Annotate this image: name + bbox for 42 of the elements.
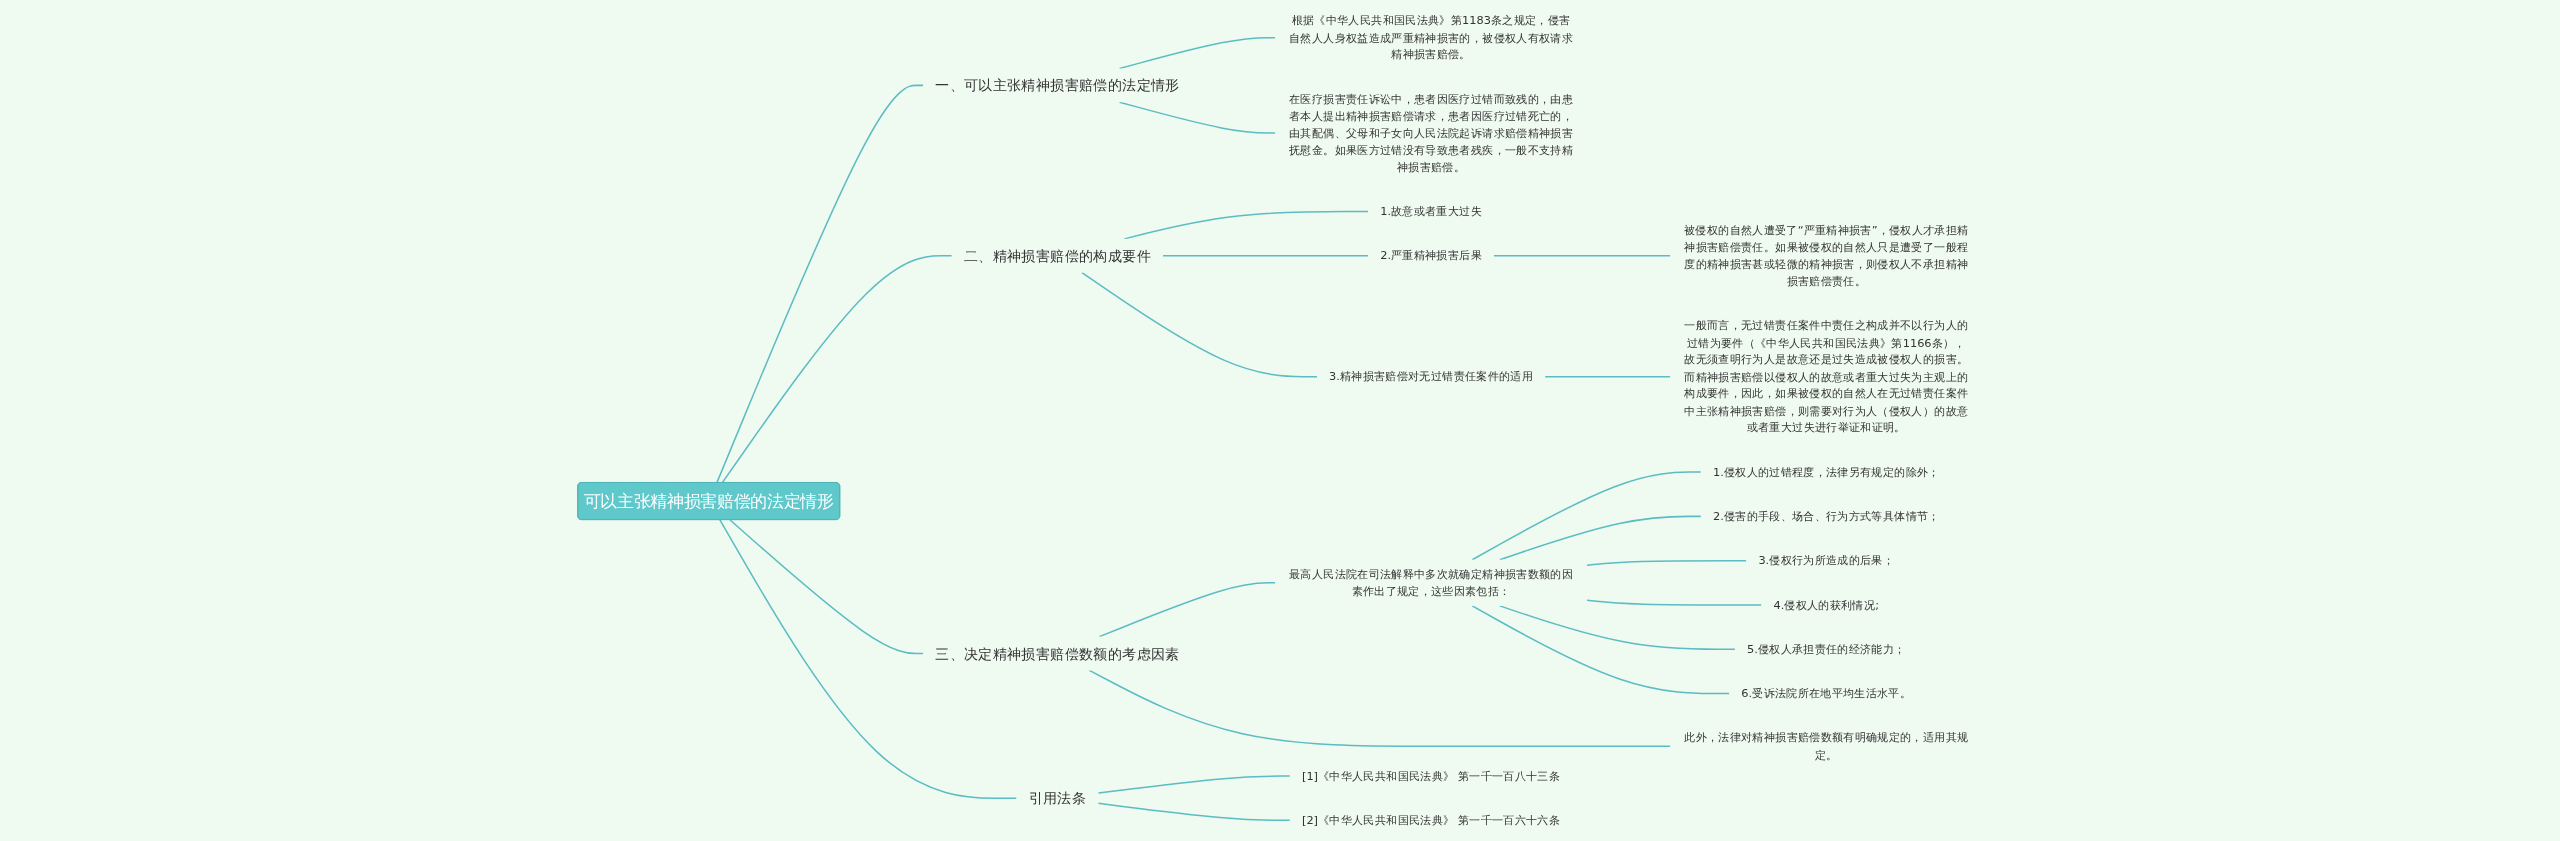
- connector: [1097, 775, 1291, 794]
- node-text: 6.受诉法院所在地平均生活水平。: [1741, 686, 1912, 701]
- connector: [1471, 605, 1730, 695]
- node-text: 3.精神损害赔偿对无过错责任案件的适用: [1329, 369, 1534, 384]
- node-text: 引用法条: [1028, 789, 1087, 807]
- connector: [1162, 254, 1369, 257]
- connector: [1499, 605, 1736, 650]
- connector: [1586, 559, 1748, 567]
- connector: [729, 519, 924, 655]
- connector: [716, 84, 924, 484]
- connector: [719, 519, 1018, 799]
- connector: [721, 254, 953, 484]
- node-text: 一般而言，无过错责任案件中责任之构成并不以行为人的过错为要件（《中华人民共和国民法典》第1166条），故无须查明行为人是故意还是过失造成被侵权人的损害。而精神损害赔偿以侵权人的故意或者重大过失为主观上的构成要件，因此，如果被侵权的自然人在无过错责任案件中主张精神损害赔偿，则需要对行为人（侵权人）的故意或者重大过失进行举证和证明。: [1684, 318, 1969, 435]
- connector: [1493, 254, 1672, 257]
- node-text: 被侵权的自然人遭受了“严重精神损害”，侵权人才承担精神损害赔偿责任。如果被侵权的自然人只是遭受了一般程度的精神损害甚或轻微的精神损害，则侵权人不承担精神损害赔偿责任。: [1684, 223, 1969, 288]
- node-text: 5.侵权人承担责任的经济能力；: [1747, 642, 1906, 656]
- connector: [1081, 271, 1318, 378]
- connector: [1118, 101, 1276, 134]
- node-text: 根据《中华人民共和国民法典》第1183条之规定，侵害自然人人身权益造成严重精神损害的，被侵权人有权请求精神损害赔偿。: [1289, 13, 1574, 62]
- node-text: 此外，法律对精神损害赔偿数额有明确规定的，适用其规定。: [1684, 730, 1969, 762]
- connector: [1098, 582, 1276, 638]
- node-text: 3.侵权行为所造成的后果；: [1758, 553, 1895, 568]
- connector: [1586, 599, 1763, 606]
- connector: [1088, 669, 1672, 748]
- connector: [1123, 210, 1369, 240]
- node-text: 1.故意或者重大过失: [1380, 204, 1482, 219]
- connector: [1499, 515, 1702, 561]
- node-text: 4.侵权人的获利情况;: [1773, 597, 1880, 612]
- node-text: 在医疗损害责任诉讼中，患者因医疗过错而致残的，由患者本人提出精神损害赔偿请求，患者因医疗过错死亡的，由其配偶、父母和子女向人民法院起诉请求赔偿精神损害抚慰金。如果医方过错没有导致患者残疾，一般不支持精神损害赔偿。: [1289, 91, 1574, 174]
- node-text: 最高人民法院在司法解释中多次就确定精神损害数额的因素作出了规定，这些因素包括：: [1289, 567, 1574, 598]
- connector: [1471, 471, 1702, 561]
- node-text: 2.侵害的手段、场合、行为方式等具体情节；: [1712, 509, 1940, 523]
- connector: [1118, 36, 1276, 70]
- node-text: 2.严重精神损害后果: [1380, 248, 1482, 263]
- node-text: [1]《中华人民共和国民法典》 第一千一百八十三条: [1301, 769, 1561, 783]
- node-text: [2]《中华人民共和国民法典》 第一千一百六十六条: [1301, 813, 1561, 827]
- node-text: 三、决定精神损害赔偿数额的考虑因素: [935, 644, 1180, 662]
- connector: [1544, 375, 1672, 378]
- node-text: 二、精神损害赔偿的构成要件: [963, 247, 1151, 264]
- node-text: 一、可以主张精神损害赔偿的法定情形: [935, 76, 1180, 94]
- connector: [1097, 802, 1291, 822]
- node-text: 1.侵权人的过错程度，法律另有规定的除外；: [1712, 465, 1940, 479]
